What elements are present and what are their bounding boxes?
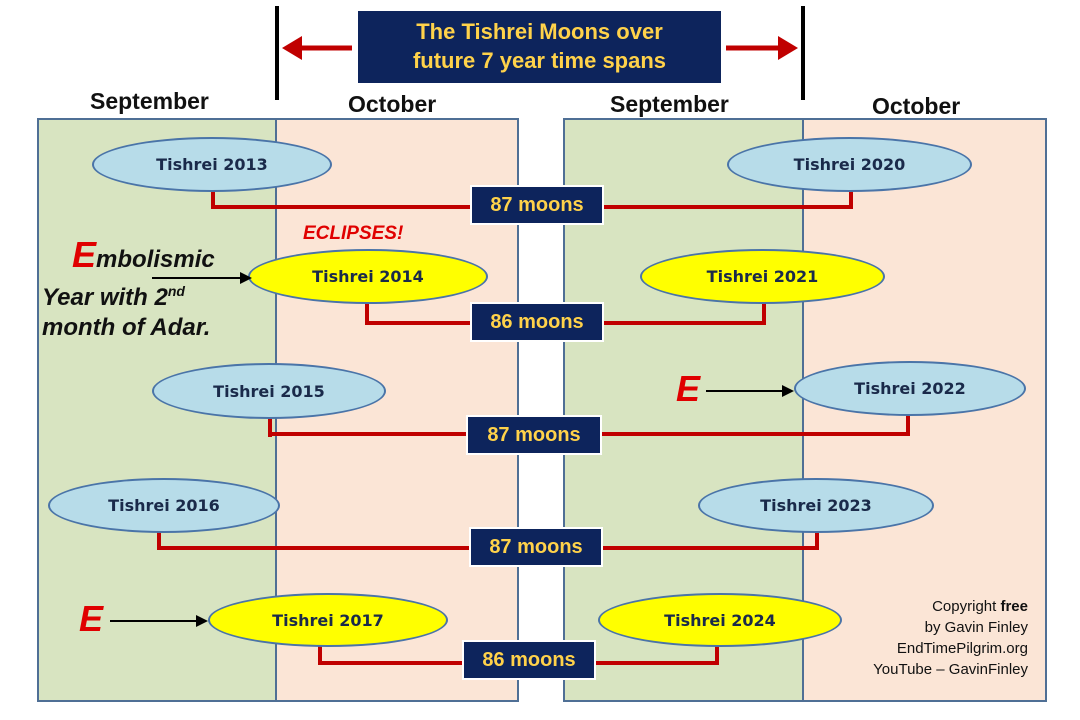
moon-tishrei-2015: Tishrei 2015 [152,363,386,419]
embolismic-year-line: Year with 2nd [42,283,185,312]
left-bracket-line [275,6,279,100]
copyright-website: EndTimePilgrim.org [896,640,1028,657]
connector-2023-vertical [815,532,819,550]
title-line-1: The Tishrei Moons over [416,19,663,44]
title-line-2: future 7 year time spans [412,48,667,73]
connector-2015-vertical [268,418,272,437]
right-bracket-line [801,6,805,100]
moon-tishrei-2017: Tishrei 2017 [208,593,448,647]
moon-tishrei-2016: Tishrei 2016 [48,478,280,533]
moon-tishrei-2020: Tishrei 2020 [727,137,972,192]
span-label-row2: 86 moons [470,302,604,342]
connector-2021-vertical [762,303,766,325]
span-label-row3: 87 moons [466,415,602,455]
embolismic-year-text: Year with 2 [42,284,168,311]
embolismic-word: mbolismic [96,246,215,273]
connector-2022-vertical [906,414,910,435]
right-month-divider [802,120,804,700]
arrow-to-2017-icon [196,615,208,627]
right-arrowhead-icon [778,36,798,60]
moon-tishrei-2022: Tishrei 2022 [794,361,1026,416]
e-marker-2017: E [79,598,104,639]
copyright-free: free [1000,598,1028,615]
connector-2016-vertical [157,532,161,550]
arrow-to-2014-icon [240,272,252,284]
span-label-row4: 87 moons [469,527,603,567]
span-label-row5: 86 moons [462,640,596,680]
copyright-prefix: Copyright [932,598,1001,615]
embolismic-initial: E [72,234,97,275]
embolismic-superscript: nd [167,283,185,299]
copyright-author: by Gavin Finley [924,619,1028,636]
arrow-to-2022-line [706,390,786,392]
copyright-youtube: YouTube – GavinFinley [873,661,1028,678]
embolismic-heading: Embolismic [72,234,215,276]
moon-tishrei-2023: Tishrei 2023 [698,478,934,533]
month-label-left-september: September [90,88,209,114]
connector-2014-vertical [365,300,369,325]
arrow-to-2022-icon [782,385,794,397]
span-label-row1: 87 moons [470,185,604,225]
connector-2013-vertical [211,190,215,208]
moon-tishrei-2014: Tishrei 2014 [248,249,488,304]
moon-tishrei-2021: Tishrei 2021 [640,249,885,304]
moon-tishrei-2024: Tishrei 2024 [598,593,842,647]
month-label-right-september: September [610,91,729,117]
diagram-title: The Tishrei Moons over future 7 year tim… [358,11,721,83]
connector-2020-vertical [849,190,853,209]
copyright-block: Copyright free by Gavin Finley EndTimePi… [873,596,1028,680]
arrow-to-2014-line [152,277,244,279]
month-label-right-october: October [872,93,961,119]
span-arrows [282,36,798,60]
left-arrowhead-icon [282,36,302,60]
e-marker-2022: E [676,368,701,409]
eclipses-label: ECLIPSES! [303,223,404,244]
connector-2017-vertical [318,646,322,664]
connector-2024-vertical [715,646,719,665]
copyright-line-1: Copyright free [873,596,1028,617]
month-label-left-october: October [348,91,437,117]
embolismic-adar-line: month of Adar. [42,314,211,341]
arrow-to-2017-line [110,620,198,622]
moon-tishrei-2013: Tishrei 2013 [92,137,332,192]
